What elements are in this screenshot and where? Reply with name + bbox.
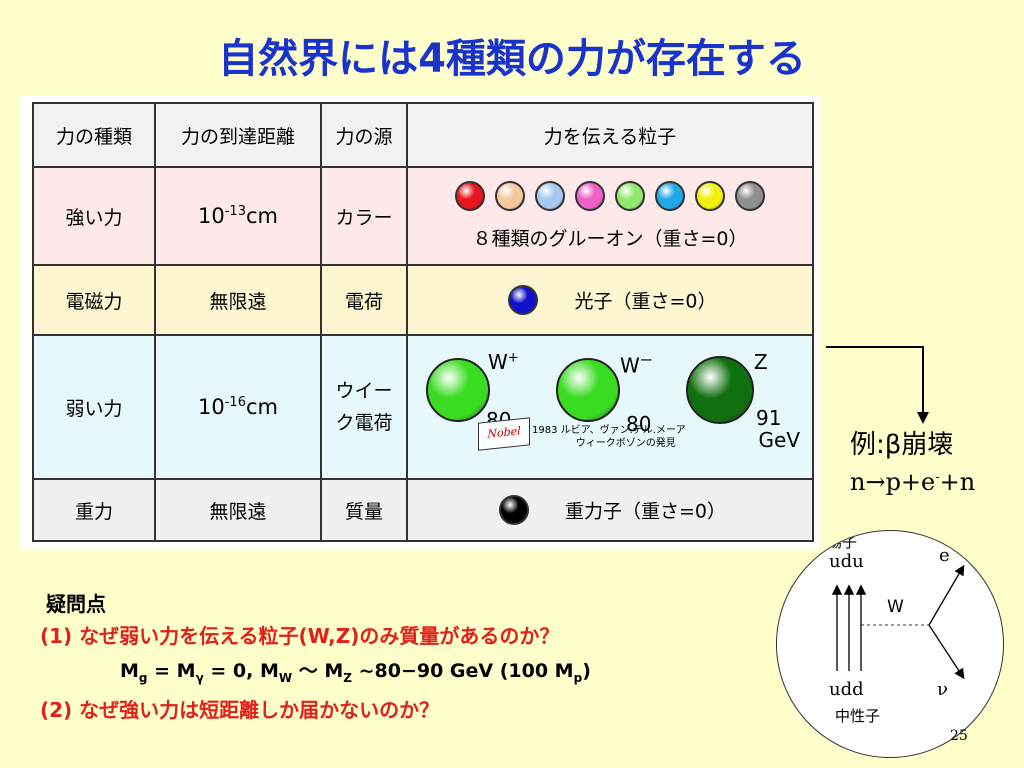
gravity-carrier: 重力子（重さ=0） — [406, 478, 814, 542]
em-force-carrier: 光子（重さ=0） — [406, 264, 814, 336]
w-plus-label: W+ — [488, 350, 519, 374]
forces-table: 力の種類 力の到達距離 力の源 力を伝える粒子 強い力 10-13cm カラー … — [32, 102, 814, 542]
z-label: Z — [754, 350, 768, 374]
proton-quarks: udu — [829, 551, 864, 572]
beta-decay-heading: 例:β崩壊 — [850, 430, 954, 460]
question-2: (2) なぜ強い力は短距離しか届かないのか？ — [40, 698, 440, 722]
header-source: 力の源 — [320, 102, 408, 168]
questions-heading: 疑問点 — [46, 592, 106, 616]
strong-force-carrier: ８種類のグルーオン（重さ=0） — [406, 166, 814, 266]
row-em-force: 電磁力 無限遠 電荷 光子（重さ=0） — [32, 264, 814, 336]
boson-area: W+ 80 Wー 80 Z 91 Nobel 1983 ルビア、ヴァン.デル.メ… — [408, 336, 812, 478]
beta-decay-reaction: n→p+e-+n — [850, 468, 976, 496]
neutrino-line — [928, 624, 965, 680]
w-plus-boson — [426, 358, 490, 422]
row-strong-force: 強い力 10-13cm カラー ８種類のグルーオン（重さ=0） — [32, 166, 814, 266]
page-number: 25 — [950, 728, 968, 744]
z-mass: 91 — [756, 406, 782, 430]
neutron-quarks: udd — [829, 679, 864, 700]
strong-force-name: 強い力 — [32, 166, 156, 266]
w-minus-label: Wー — [620, 353, 653, 378]
em-force-source: 電荷 — [320, 264, 408, 336]
neutron-label: 中性子 — [835, 707, 881, 725]
neutrino-label: ν — [937, 679, 948, 700]
em-force-name: 電磁力 — [32, 264, 156, 336]
photon-ball — [508, 285, 539, 315]
weak-force-name: 弱い力 — [32, 334, 156, 480]
gev-unit: GeV — [758, 428, 800, 452]
gravity-source: 質量 — [320, 478, 408, 542]
photon-text: 光子（重さ=0） — [574, 290, 717, 313]
gluon-ball — [535, 181, 565, 211]
gluon-ball — [575, 181, 605, 211]
weak-force-range: 10-16cm — [154, 334, 322, 480]
graviton-text: 重力子（重さ=0） — [565, 500, 727, 523]
connector-line-vertical — [922, 346, 924, 416]
proton-label: 陽子 — [827, 533, 858, 551]
gluon-ball — [495, 181, 525, 211]
arrow-down-icon — [917, 412, 929, 424]
w-minus-mass: 80 — [626, 412, 652, 436]
beta-decay-diagram: 陽子 udu W e ν udd 中性子 — [776, 530, 1004, 758]
nobel-note: 1983 ルビア、ヴァン.デル.メーア ウィークボゾンの発見 — [532, 425, 686, 449]
connector-line-horizontal — [826, 346, 924, 348]
mass-formula: Mg = Mγ = 0, MW ～ MZ ~80−90 GeV (100 Mp) — [120, 660, 591, 685]
weak-force-source: ウイー ク電荷 — [320, 334, 408, 480]
header-carrier: 力を伝える粒子 — [406, 102, 814, 168]
feynman-diagram — [831, 564, 965, 680]
gravity-range: 無限遠 — [154, 478, 322, 542]
w-minus-boson — [556, 358, 620, 422]
gluon-ball — [455, 181, 485, 211]
electron-label: e — [939, 545, 950, 566]
z-boson — [686, 356, 754, 424]
gluon-ball — [735, 181, 765, 211]
em-force-range: 無限遠 — [154, 264, 322, 336]
gluon-ball — [615, 181, 645, 211]
gluon-ball — [655, 181, 685, 211]
header-force-type: 力の種類 — [32, 102, 156, 168]
strong-force-source: カラー — [320, 166, 408, 266]
graviton-ball — [498, 495, 529, 525]
gluon-ball — [695, 181, 725, 211]
forces-table-panel: 力の種類 力の到達距離 力の源 力を伝える粒子 強い力 10-13cm カラー … — [20, 96, 820, 550]
strong-force-range: 10-13cm — [154, 166, 322, 266]
question-1: (1) なぜ弱い力を伝える粒子(W,Z)のみ質量があるのか？ — [40, 624, 560, 648]
slide-title: 自然界には4種類の力が存在する — [218, 36, 806, 82]
electron-line — [928, 564, 965, 626]
gravity-name: 重力 — [32, 478, 156, 542]
gluon-text: ８種類のグルーオン（重さ=0） — [472, 228, 748, 250]
row-gravity: 重力 無限遠 質量 重力子（重さ=0） — [32, 478, 814, 542]
w-boson-label: W — [887, 597, 904, 617]
weak-force-carrier: W+ 80 Wー 80 Z 91 Nobel 1983 ルビア、ヴァン.デル.メ… — [406, 334, 814, 480]
nobel-flag-icon: Nobel — [478, 417, 530, 451]
header-range: 力の到達距離 — [154, 102, 322, 168]
table-header-row: 力の種類 力の到達距離 力の源 力を伝える粒子 — [32, 102, 814, 168]
gluon-ball-row — [408, 181, 812, 216]
row-weak-force: 弱い力 10-16cm ウイー ク電荷 W+ 80 Wー 80 Z 91 — [32, 334, 814, 480]
